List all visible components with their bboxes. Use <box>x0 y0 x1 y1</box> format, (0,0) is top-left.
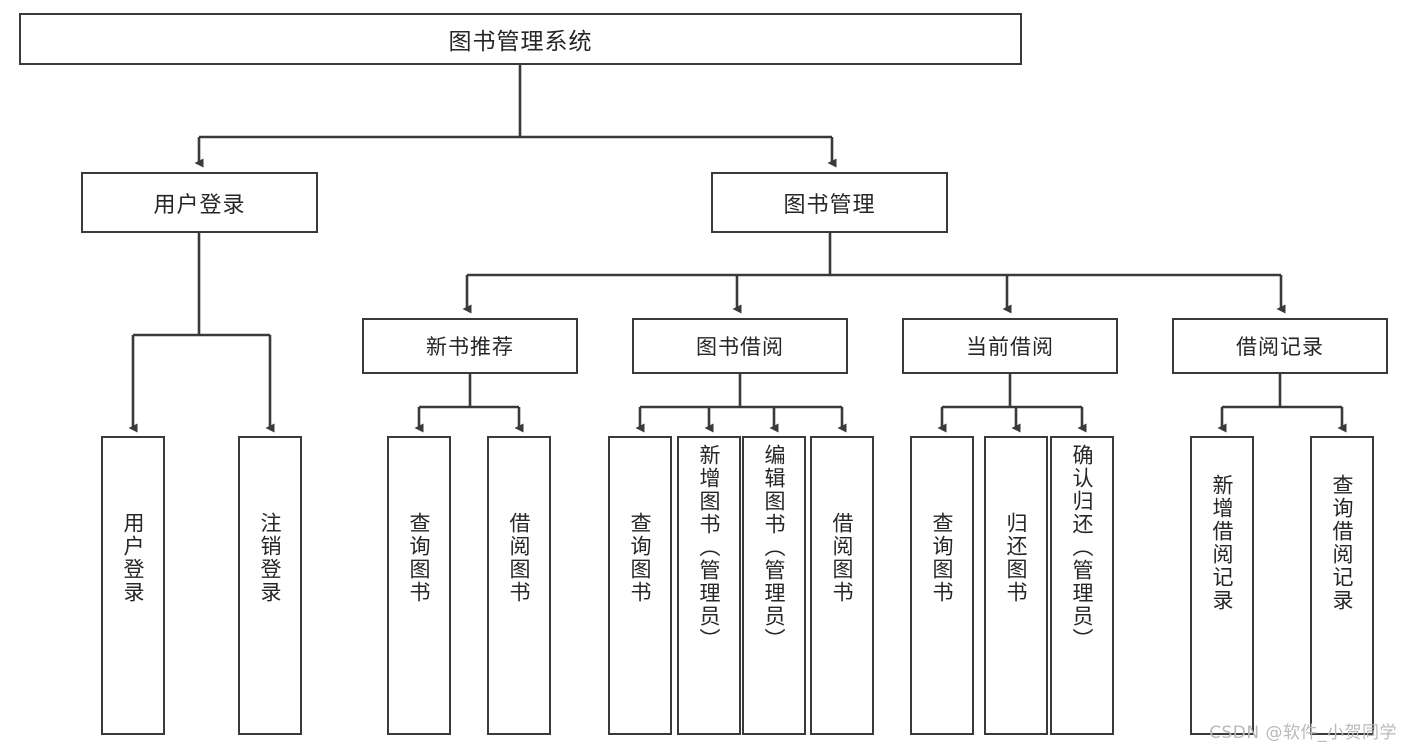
leaf-edit-book-admin[interactable]: 编辑图书（管理员） <box>742 436 806 735</box>
node-book-management[interactable]: 图书管理 <box>711 172 948 233</box>
node-root-label: 图书管理系统 <box>448 29 593 55</box>
leaf-add-book-admin-label: 新增图书（管理员） <box>697 444 722 651</box>
leaf-user-logout-label: 注销登录 <box>258 512 283 604</box>
node-new-book-recommend[interactable]: 新书推荐 <box>362 318 578 374</box>
node-root[interactable]: 图书管理系统 <box>19 13 1022 65</box>
leaf-return-book[interactable]: 归还图书 <box>984 436 1048 735</box>
leaf-query-book-borrow[interactable]: 查询图书 <box>608 436 672 735</box>
node-new-book-recommend-label: 新书推荐 <box>426 335 514 359</box>
leaf-user-logout[interactable]: 注销登录 <box>238 436 302 735</box>
node-borrow-record-label: 借阅记录 <box>1236 335 1324 359</box>
watermark: CSDN @软件_小贺同学 <box>1209 723 1397 743</box>
leaf-add-borrow-record-label: 新增借阅记录 <box>1210 474 1235 612</box>
node-book-borrow[interactable]: 图书借阅 <box>632 318 848 374</box>
leaf-query-book-current[interactable]: 查询图书 <box>910 436 974 735</box>
node-book-management-label: 图书管理 <box>783 192 876 218</box>
leaf-borrow-book-recommend-label: 借阅图书 <box>507 512 532 604</box>
leaf-query-book-borrow-label: 查询图书 <box>628 512 653 604</box>
node-current-borrow-label: 当前借阅 <box>966 335 1054 359</box>
node-borrow-record[interactable]: 借阅记录 <box>1172 318 1388 374</box>
leaf-confirm-return-admin-label: 确认归还（管理员） <box>1070 444 1095 651</box>
leaf-add-book-admin[interactable]: 新增图书（管理员） <box>677 436 741 735</box>
node-user-login[interactable]: 用户登录 <box>81 172 318 233</box>
leaf-borrow-book[interactable]: 借阅图书 <box>810 436 874 735</box>
node-current-borrow[interactable]: 当前借阅 <box>902 318 1118 374</box>
node-user-login-label: 用户登录 <box>153 192 246 218</box>
leaf-query-book-recommend-label: 查询图书 <box>407 512 432 604</box>
leaf-query-borrow-record[interactable]: 查询借阅记录 <box>1310 436 1374 735</box>
leaf-borrow-book-label: 借阅图书 <box>830 512 855 604</box>
leaf-add-borrow-record[interactable]: 新增借阅记录 <box>1190 436 1254 735</box>
node-book-borrow-label: 图书借阅 <box>696 335 784 359</box>
leaf-confirm-return-admin[interactable]: 确认归还（管理员） <box>1050 436 1114 735</box>
leaf-borrow-book-recommend[interactable]: 借阅图书 <box>487 436 551 735</box>
leaf-query-borrow-record-label: 查询借阅记录 <box>1330 474 1355 612</box>
leaf-user-login[interactable]: 用户登录 <box>101 436 165 735</box>
leaf-user-login-label: 用户登录 <box>121 512 146 604</box>
leaf-return-book-label: 归还图书 <box>1004 512 1029 604</box>
leaf-query-book-current-label: 查询图书 <box>930 512 955 604</box>
leaf-edit-book-admin-label: 编辑图书（管理员） <box>762 444 787 651</box>
leaf-query-book-recommend[interactable]: 查询图书 <box>387 436 451 735</box>
